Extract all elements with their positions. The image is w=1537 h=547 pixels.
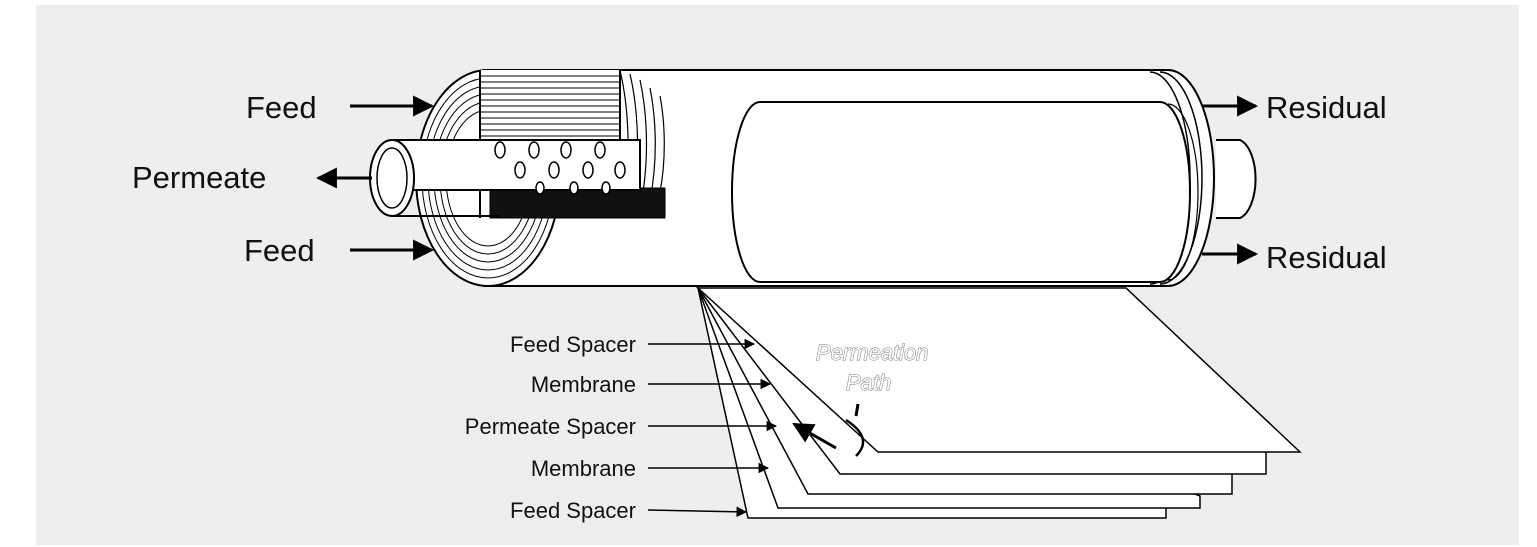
layer-label-membrane-2: Membrane xyxy=(531,456,636,481)
feed-label-top: Feed xyxy=(246,90,317,125)
feed-label-bottom: Feed xyxy=(244,233,315,268)
permeation-path-label-line1: Permeation xyxy=(816,340,929,365)
residual-label-bottom: Residual xyxy=(1266,240,1387,275)
permeation-path-arrow xyxy=(792,403,865,457)
layer-label-feed-spacer-1: Feed Spacer xyxy=(510,332,636,357)
permeation-path-label-line2: Path xyxy=(846,370,891,395)
layer-label-permeate-spacer: Permeate Spacer xyxy=(465,414,636,439)
flow-arrows xyxy=(315,95,1259,265)
permeate-collection-tube xyxy=(369,139,641,217)
membrane-sheet-wrap xyxy=(731,101,1199,283)
unrolled-layers xyxy=(696,286,1302,519)
layer-label-feed-spacer-2: Feed Spacer xyxy=(510,498,636,523)
leader-lines xyxy=(647,338,778,518)
layer-label-membrane-1: Membrane xyxy=(531,372,636,397)
residual-label-top: Residual xyxy=(1266,90,1387,125)
permeate-label: Permeate xyxy=(132,160,266,195)
